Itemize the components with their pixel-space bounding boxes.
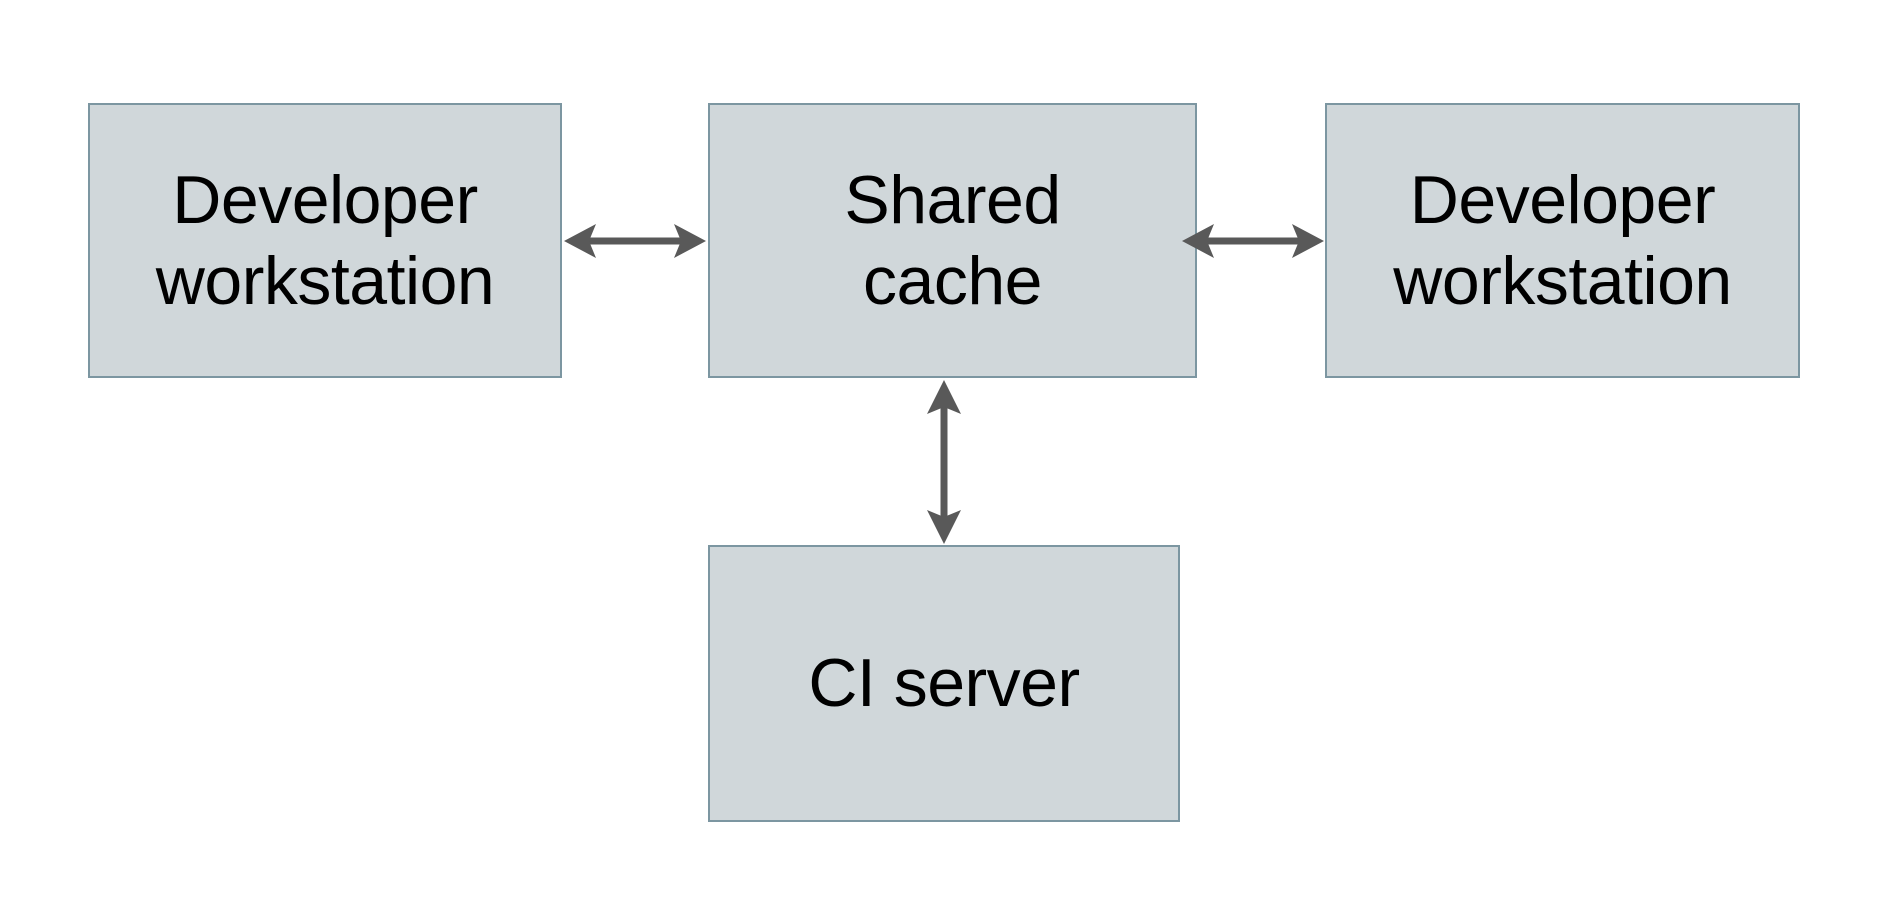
arrowhead-right-icon (1292, 224, 1324, 258)
arrowhead-down-icon (927, 510, 961, 544)
node-label: Developer workstation (1393, 162, 1732, 319)
arrowhead-left-icon (1182, 224, 1214, 258)
node-developer-workstation-right[interactable]: Developer workstation (1325, 103, 1800, 378)
arrowhead-left-icon (564, 224, 596, 258)
node-label: Shared cache (844, 162, 1061, 319)
node-developer-workstation-left[interactable]: Developer workstation (88, 103, 562, 378)
node-label: Developer workstation (155, 162, 495, 319)
edge-dev-left-to-shared-cache[interactable] (562, 211, 708, 271)
arrowhead-right-icon (674, 224, 706, 258)
edge-shared-cache-to-ci-server[interactable] (914, 378, 974, 546)
arrowhead-up-icon (927, 380, 961, 414)
node-ci-server[interactable]: CI server (708, 545, 1180, 822)
edge-shared-cache-to-dev-right[interactable] (1180, 211, 1326, 271)
node-label: CI server (808, 645, 1080, 722)
node-shared-cache[interactable]: Shared cache (708, 103, 1197, 378)
